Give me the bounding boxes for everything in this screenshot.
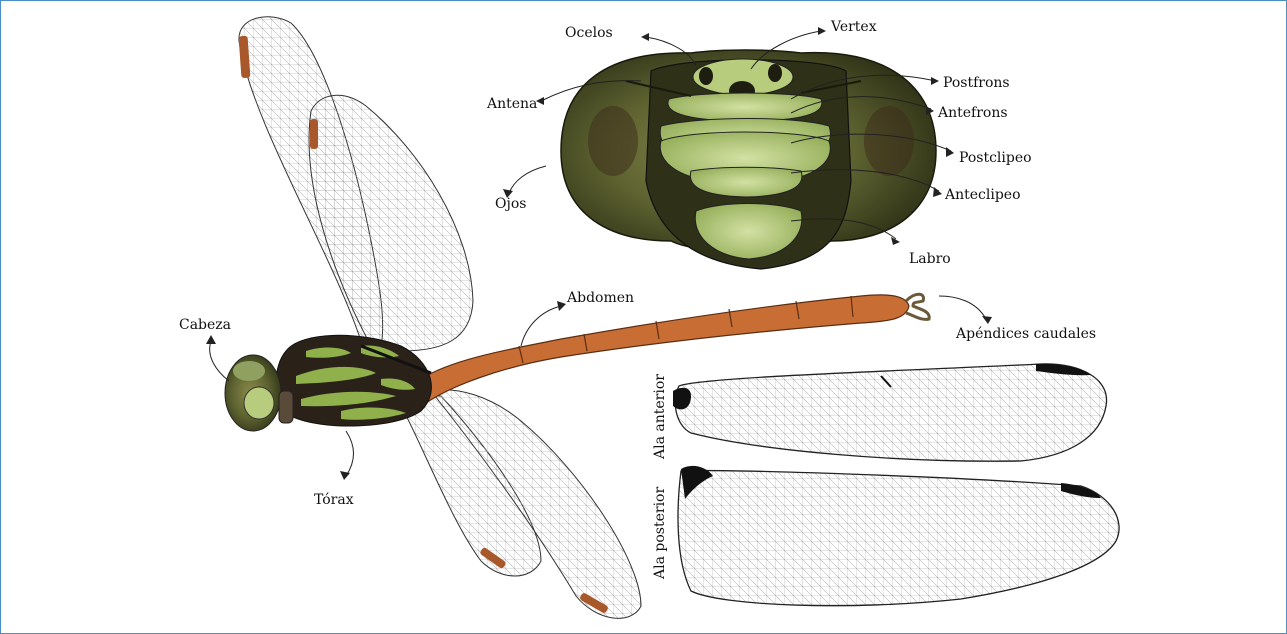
pterostigma xyxy=(310,119,318,149)
detached-hindwing xyxy=(678,466,1119,606)
label-abdomen: Abdomen xyxy=(566,290,634,306)
label-labro: Labro xyxy=(909,251,951,267)
upper-hindwing xyxy=(309,95,473,351)
label-postclipeo: Postclipeo xyxy=(959,150,1032,166)
ocellus xyxy=(699,67,713,85)
label-cabeza: Cabeza xyxy=(179,317,231,333)
caudal-appendages xyxy=(906,294,929,319)
label-postfrons: Postfrons xyxy=(943,75,1010,91)
postfrons xyxy=(668,93,822,121)
head-detail xyxy=(561,50,936,269)
anteclipeo xyxy=(690,167,802,197)
label-ojos: Ojos xyxy=(495,196,526,212)
label-torax: Tórax xyxy=(314,492,354,508)
label-anteclipeo: Anteclipeo xyxy=(944,187,1021,203)
detached-forewing xyxy=(673,364,1107,461)
label-apendices-caudales: Apéndices caudales xyxy=(955,326,1096,342)
label-vertex: Vertex xyxy=(830,19,877,35)
label-antena: Antena xyxy=(486,96,537,112)
label-ala-posterior: Ala posterior xyxy=(652,487,668,580)
label-antefrons: Antefrons xyxy=(937,105,1008,121)
label-ocelos: Ocelos xyxy=(565,25,613,41)
label-ala-anterior: Ala anterior xyxy=(652,374,668,460)
ocellus xyxy=(768,64,782,82)
